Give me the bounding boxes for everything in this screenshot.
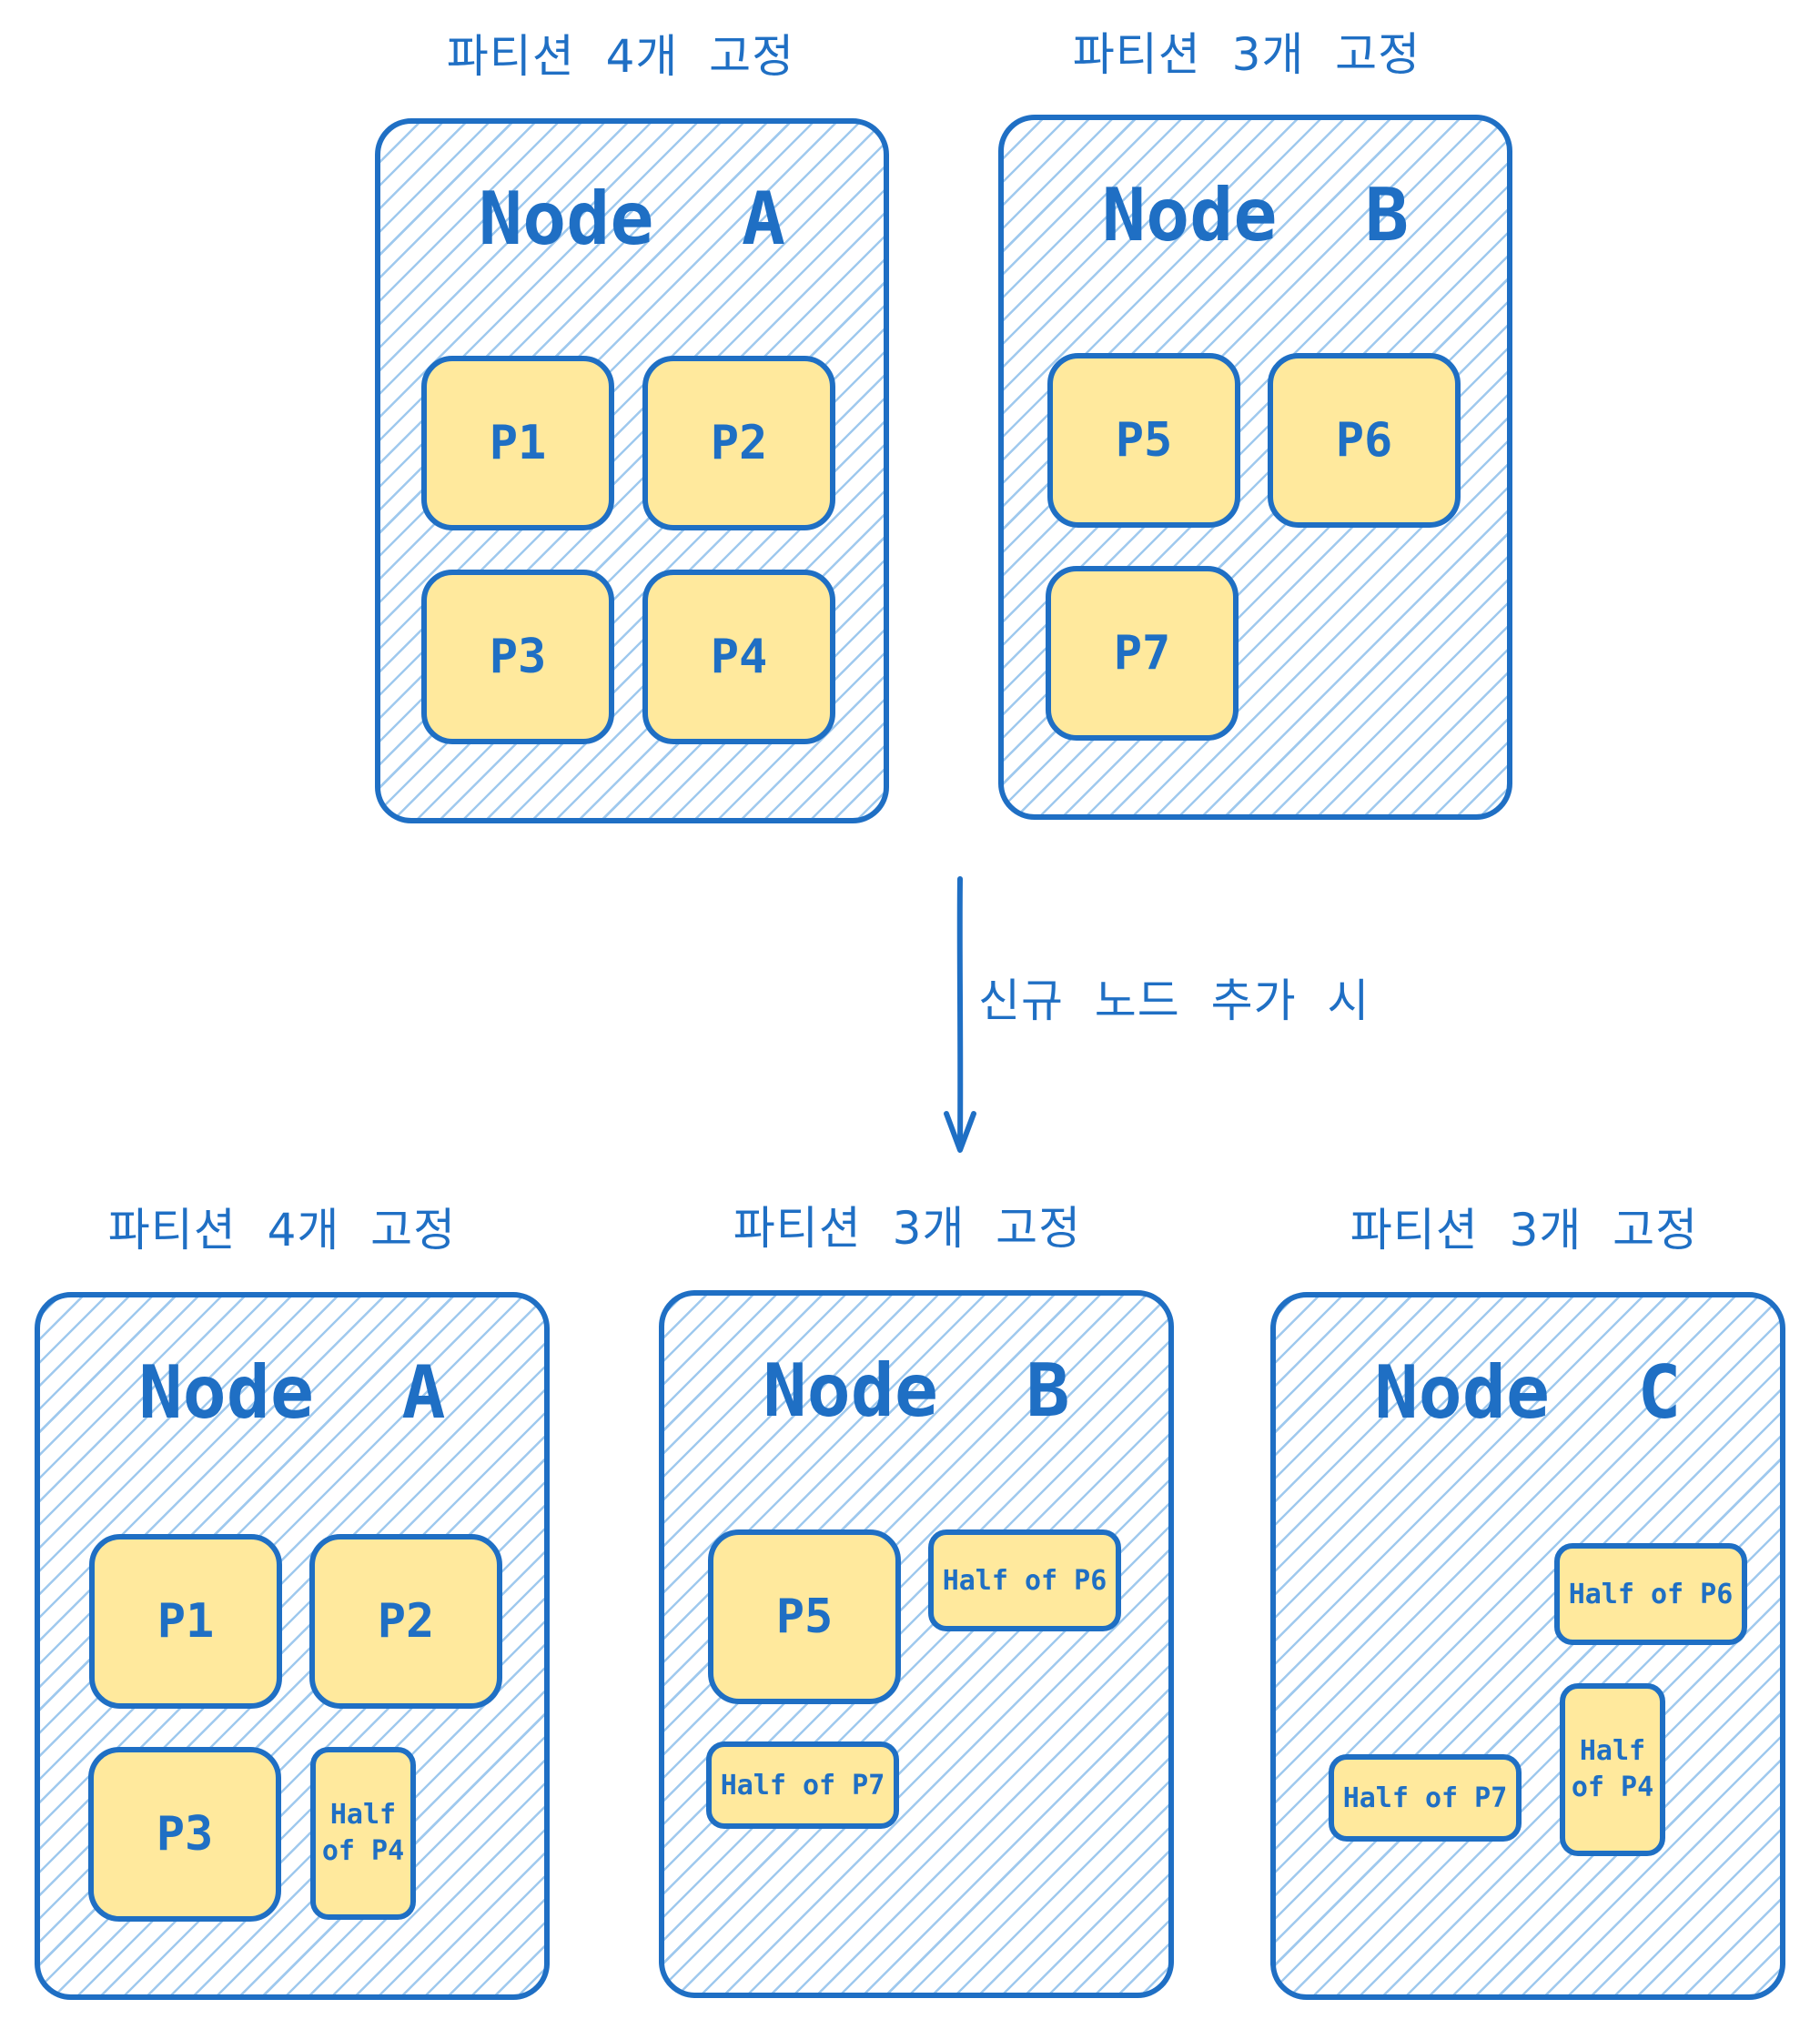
top-node-b-partition-p6: P6 <box>1268 353 1461 528</box>
top-node-a-partition-p2: P2 <box>642 356 835 530</box>
top-node-a-title: Node A <box>478 177 786 261</box>
top-node-a-partition-p4: P4 <box>642 570 835 744</box>
top-node-a: Node A P1 P2 P3 P4 <box>375 118 889 823</box>
bottom-node-a-partition-p1: P1 <box>89 1534 282 1709</box>
bottom-node-a-partition-p3: P3 <box>88 1747 281 1922</box>
bottom-node-c: Node C Half of P6 Half of P4 Half of P7 <box>1270 1292 1785 2000</box>
top-node-b: Node B P5 P6 P7 <box>998 115 1512 820</box>
bottom-node-b: Node B P5 Half of P6 Half of P7 <box>659 1290 1174 1998</box>
bottom-node-c-partition-half-p6: Half of P6 <box>1554 1543 1747 1645</box>
top-node-b-partition-p7: P7 <box>1046 566 1239 741</box>
bottom-node-c-partition-half-p7: Half of P7 <box>1329 1754 1522 1842</box>
bottom-node-a-caption: 파티션 4개 고정 <box>107 1204 457 1257</box>
bottom-node-c-title: Node C <box>1374 1350 1682 1435</box>
bottom-node-a: Node A P1 P2 P3 Half of P4 <box>35 1292 550 2000</box>
bottom-node-a-partition-half-p4: Half of P4 <box>310 1747 416 1920</box>
bottom-node-c-partition-half-p4: Half of P4 <box>1560 1683 1665 1856</box>
bottom-node-b-title: Node B <box>763 1348 1070 1433</box>
top-node-b-caption: 파티션 3개 고정 <box>1072 28 1421 81</box>
down-arrow-icon <box>944 876 976 1153</box>
bottom-node-b-partition-half-p6: Half of P6 <box>928 1529 1121 1631</box>
bottom-node-b-caption: 파티션 3개 고정 <box>733 1202 1082 1255</box>
bottom-node-c-caption: 파티션 3개 고정 <box>1350 1204 1699 1257</box>
top-node-a-partition-p1: P1 <box>421 356 614 530</box>
bottom-node-b-partition-half-p7: Half of P7 <box>706 1741 899 1829</box>
bottom-node-a-partition-p2: P2 <box>309 1534 502 1709</box>
top-node-a-caption: 파티션 4개 고정 <box>446 30 795 83</box>
top-node-a-partition-p3: P3 <box>421 570 614 744</box>
top-node-b-partition-p5: P5 <box>1047 353 1240 528</box>
top-node-b-title: Node B <box>1101 173 1410 257</box>
bottom-node-a-title: Node A <box>138 1350 446 1435</box>
add-node-label: 신규 노드 추가 시 <box>978 974 1370 1027</box>
bottom-node-b-partition-p5: P5 <box>708 1529 901 1704</box>
